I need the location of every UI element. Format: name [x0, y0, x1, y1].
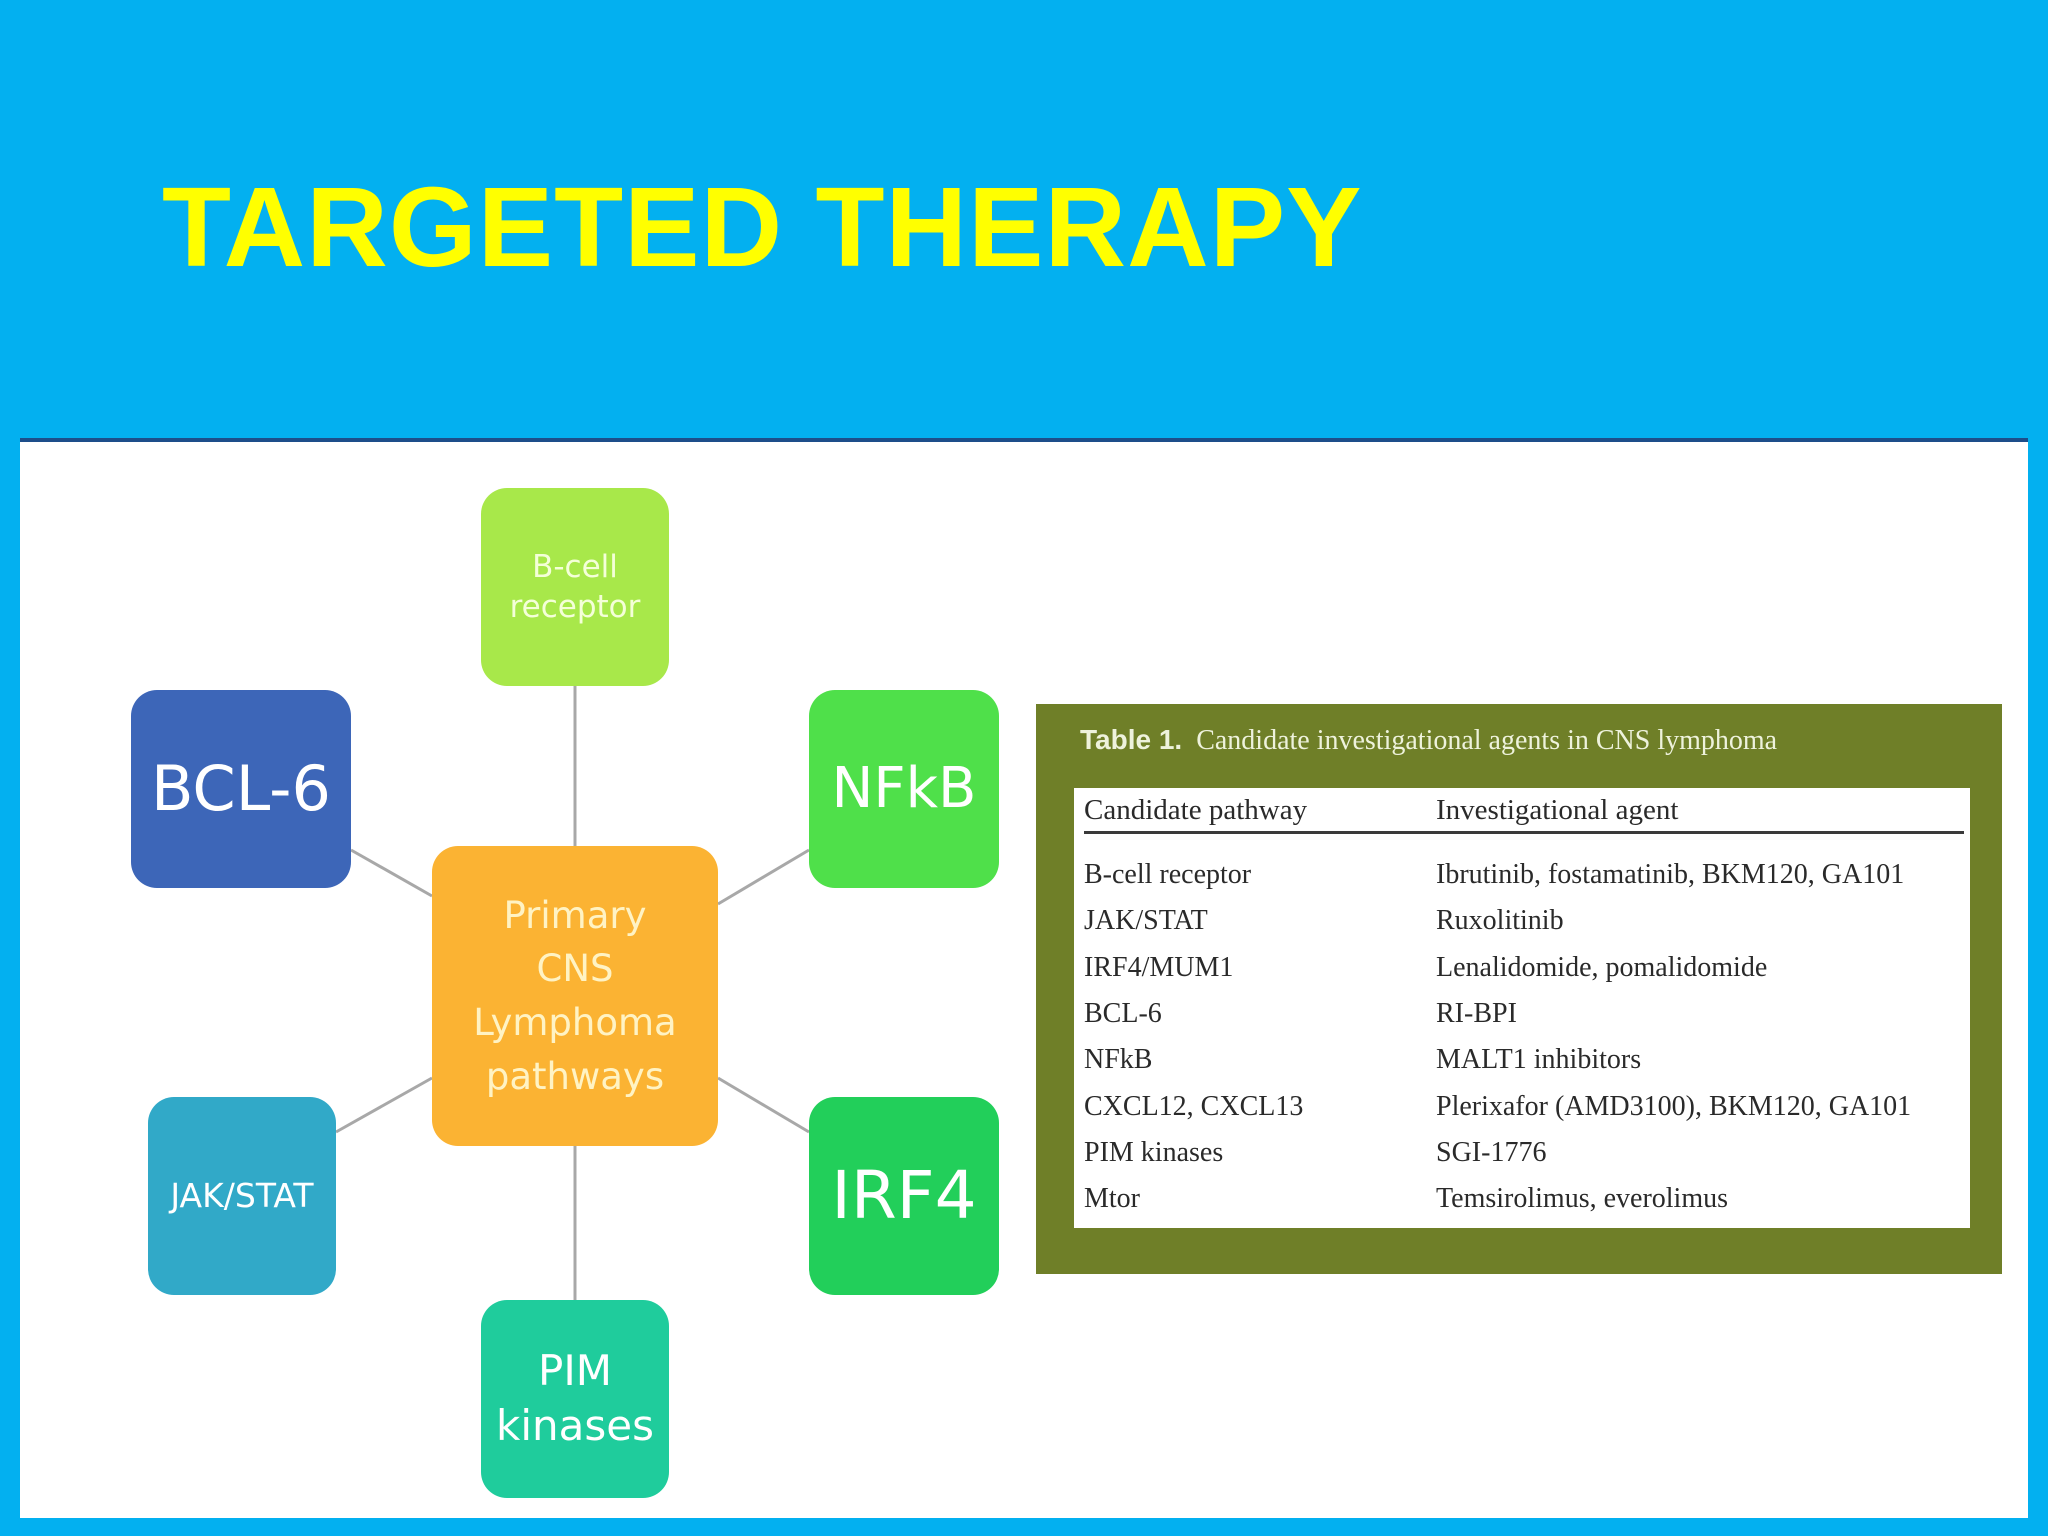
node-label: NFkB	[831, 755, 977, 821]
table-frame: Table 1. Candidate investigational agent…	[1036, 704, 2002, 1274]
table-cell-agent: Lenalidomide, pomalidomide	[1436, 951, 1768, 983]
node-label: B-cell receptor	[509, 548, 641, 625]
table-cell-agent: SGI-1776	[1436, 1136, 1547, 1168]
agents-table: Candidate pathway Investigational agent …	[1074, 788, 1970, 1228]
table-row: BCL-6 RI-BPI	[1084, 991, 1964, 1037]
node-pim-kinases: PIM kinases	[481, 1300, 669, 1498]
node-label: BCL-6	[150, 751, 331, 825]
table-row: PIM kinases SGI-1776	[1084, 1130, 1964, 1176]
table-cell-pathway: Mtor	[1084, 1183, 1140, 1215]
table-cell-pathway: PIM kinases	[1084, 1136, 1224, 1168]
table-header-pathway: Candidate pathway	[1084, 794, 1308, 826]
table-row: B-cell receptor Ibrutinib, fostamatinib,…	[1084, 852, 1964, 898]
content-panel: Primary CNS Lymphoma pathways B-cell rec…	[20, 438, 2028, 1518]
table-caption-text: Candidate investigational agents in CNS …	[1196, 725, 1778, 756]
node-label: PIM kinases	[496, 1346, 654, 1450]
node-primary-cns-lymphoma: Primary CNS Lymphoma pathways	[432, 846, 718, 1146]
table-row: NFkB MALT1 inhibitors	[1084, 1037, 1964, 1083]
table-cell-pathway: NFkB	[1084, 1044, 1153, 1076]
table-cell-pathway: B-cell receptor	[1084, 859, 1252, 891]
table-caption-label: Table 1.	[1080, 724, 1183, 755]
table-header-agent: Investigational agent	[1436, 794, 1679, 826]
connector-bcl6	[350, 848, 433, 898]
table-cell-pathway: JAK/STAT	[1084, 905, 1208, 937]
diagram-connectors	[335, 686, 810, 1300]
node-label: JAK/STAT	[170, 1175, 314, 1215]
slide-title: TARGETED THERAPY	[162, 164, 1363, 290]
table-cell-pathway: BCL-6	[1084, 998, 1162, 1030]
table-cell-agent: MALT1 inhibitors	[1436, 1044, 1642, 1076]
node-nfkb: NFkB	[809, 690, 999, 888]
table-cell-pathway: CXCL12, CXCL13	[1084, 1090, 1304, 1122]
table-row: Mtor Temsirolimus, everolimus	[1084, 1176, 1964, 1222]
node-bcl6: BCL-6	[131, 690, 351, 888]
node-jak-stat: JAK/STAT	[148, 1097, 336, 1295]
table-cell-agent: Plerixafor (AMD3100), BKM120, GA101	[1436, 1090, 1912, 1122]
table-header-row: Candidate pathway Investigational agent	[1084, 794, 1964, 834]
table-cell-pathway: IRF4/MUM1	[1084, 951, 1234, 983]
connector-nfkb	[717, 848, 810, 906]
node-irf4: IRF4	[809, 1097, 999, 1295]
table-row: JAK/STAT Ruxolitinib	[1084, 898, 1964, 944]
connector-irf4	[717, 1076, 810, 1134]
table-cell-agent: Temsirolimus, everolimus	[1436, 1183, 1729, 1215]
node-label: IRF4	[831, 1157, 977, 1235]
connector-jak-stat	[335, 1076, 433, 1134]
table-cell-agent: RI-BPI	[1436, 998, 1517, 1030]
table-caption: Table 1. Candidate investigational agent…	[1080, 724, 1777, 757]
node-label: Primary CNS Lymphoma pathways	[473, 893, 677, 1098]
table-row: IRF4/MUM1 Lenalidomide, pomalidomide	[1084, 945, 1964, 991]
node-b-cell-receptor: B-cell receptor	[481, 488, 669, 686]
table-cell-agent: Ibrutinib, fostamatinib, BKM120, GA101	[1436, 859, 1905, 891]
table-cell-agent: Ruxolitinib	[1436, 905, 1564, 937]
table-row: CXCL12, CXCL13 Plerixafor (AMD3100), BKM…	[1084, 1083, 1964, 1129]
